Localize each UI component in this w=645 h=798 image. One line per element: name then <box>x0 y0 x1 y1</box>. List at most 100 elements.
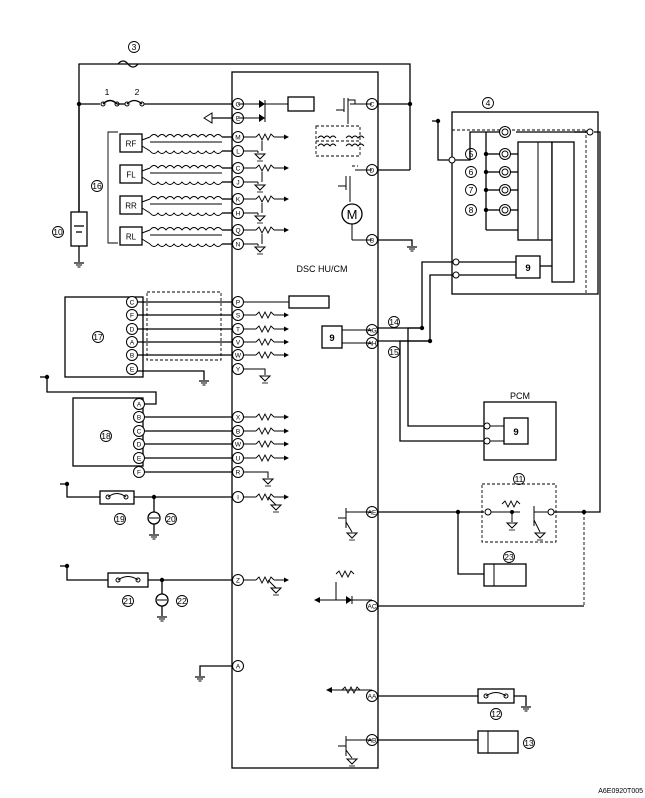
pin-label: C <box>370 101 375 108</box>
callout-21: 21 <box>123 596 133 606</box>
box17-pin: E <box>126 363 138 375</box>
pcm-9-label: 9 <box>513 427 518 438</box>
pin-label: F <box>130 312 134 319</box>
callout-8: 8 <box>465 204 477 216</box>
pin-label: A <box>130 339 135 346</box>
input-circuit <box>244 427 289 435</box>
sensor-rr: RR <box>119 195 232 216</box>
module-left-pin: C <box>232 162 244 174</box>
sensor-rl: RL <box>119 226 232 247</box>
module-left-pin: I <box>232 491 244 503</box>
pin-label: AC <box>367 603 376 610</box>
module-left-pin: J <box>232 176 244 188</box>
module-left-pin: X <box>232 411 244 423</box>
relay-9-label: 9 <box>525 263 530 274</box>
module-left-pin: W <box>232 438 244 450</box>
module-right-pin: AC <box>366 600 378 612</box>
callout-6: 6 <box>465 166 477 178</box>
pin-label: L <box>236 148 240 155</box>
switch-21-section: 21 22 <box>60 563 232 622</box>
internal-sensor-circuits <box>244 133 289 596</box>
input-circuit <box>244 454 289 462</box>
pump-motor-section: M <box>315 98 418 252</box>
pin-label: Z <box>236 577 240 584</box>
input-circuit <box>244 413 289 421</box>
input-circuit <box>244 133 289 162</box>
callout-19: 19 <box>115 514 125 524</box>
switch-12 <box>477 688 515 704</box>
output-aa: 12 <box>326 686 532 720</box>
output-ae <box>338 508 484 575</box>
diagram-code: A6E0920T005 <box>598 788 643 795</box>
pin-label: D <box>370 167 375 174</box>
fuse-2 <box>126 99 143 105</box>
svg-text:6: 6 <box>469 167 474 177</box>
pin-label: Q <box>235 227 240 234</box>
pin-label: R <box>236 469 241 476</box>
input-circuit <box>244 440 289 448</box>
box17-pin: D <box>126 323 232 335</box>
pin-label: X <box>236 414 241 421</box>
box18-pin: B <box>133 411 232 423</box>
callout-17: 17 <box>93 332 103 342</box>
fuse-1 <box>102 99 118 105</box>
module-left-pin: R <box>232 466 244 478</box>
unit-13 <box>477 730 519 754</box>
module-left-pin: Z <box>232 574 244 586</box>
pin-label: D <box>130 326 135 333</box>
pin-label: A <box>137 401 142 408</box>
box18-pin: F <box>133 466 232 478</box>
module-left-pin: W <box>232 349 244 361</box>
callout-14: 14 <box>389 317 399 327</box>
box17-pin: B <box>126 349 232 361</box>
pin-label: F <box>137 469 141 476</box>
pin-label: K <box>236 196 241 203</box>
solenoid-valve <box>499 126 511 138</box>
fuse-3 <box>117 60 139 68</box>
pin-label: M <box>235 134 240 141</box>
output-ab: 13 <box>338 730 535 767</box>
pin-label: AG <box>367 327 376 334</box>
relay-block <box>287 96 315 112</box>
callout-3: 3 <box>132 42 137 52</box>
solenoid-valve <box>483 148 518 160</box>
svg-text:8: 8 <box>469 205 474 215</box>
callout-23: 23 <box>504 552 514 562</box>
pin-label: T <box>236 326 240 333</box>
box17-pin: F <box>126 309 232 321</box>
battery <box>70 211 88 247</box>
input-circuit <box>244 195 289 224</box>
pin-label: P <box>236 299 240 306</box>
pin-label: B <box>236 428 240 435</box>
output-ac <box>314 570 584 607</box>
callout-7: 7 <box>465 184 477 196</box>
module-left-pin: B <box>232 425 244 437</box>
dsc-hu-cm-module: DSC HU/CM <box>231 71 379 769</box>
pin-label: J <box>236 179 239 186</box>
ground-pin-a <box>194 665 232 682</box>
motor-label: M <box>347 207 358 222</box>
sensor-label: RF <box>126 140 137 149</box>
callout-13: 13 <box>524 738 534 748</box>
solenoid-valve <box>483 204 518 216</box>
box18-pin: C <box>133 425 232 437</box>
module-left-pin: A <box>232 660 244 672</box>
box18-pin: A <box>133 398 145 410</box>
pin-label: Y <box>236 366 241 373</box>
module-left-pin: Q <box>232 224 244 236</box>
input-circuit <box>244 338 289 346</box>
pin-label: AE <box>368 509 377 516</box>
module-left-pin: N <box>232 238 244 250</box>
pcm-title: PCM <box>510 391 530 401</box>
unit-11: 11 <box>481 473 587 606</box>
pin-label: W <box>235 352 242 359</box>
pin-label: B <box>137 414 141 421</box>
pin-label: D <box>137 441 142 448</box>
sensor-group-bracket: 16 <box>91 131 118 244</box>
callout-20: 20 <box>166 514 176 524</box>
pin-label: I <box>237 494 239 501</box>
callout-22: 22 <box>177 596 187 606</box>
module-left-pin: T <box>232 323 244 335</box>
